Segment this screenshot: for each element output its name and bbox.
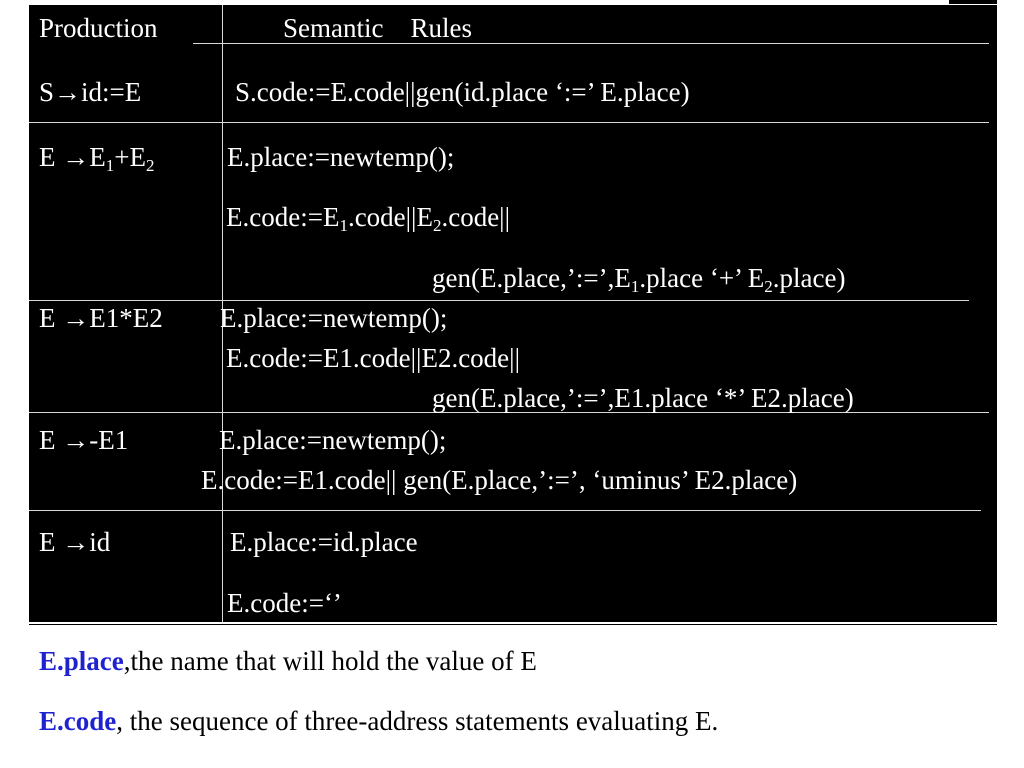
semantic-rules-header: Semantic Rules: [283, 13, 472, 43]
production-cell: E →E1*E2: [39, 303, 163, 333]
note-term: E.code: [39, 706, 117, 736]
rule-line: E.place:=id.place: [230, 527, 418, 557]
note-text: , the sequence of three-address statemen…: [116, 706, 719, 736]
rule-line: E.code:=E1.code||E2.code||: [226, 343, 520, 373]
semantic-rules-table: Production Semantic Rules S→id:=E S.code…: [29, 5, 997, 622]
note-term: E.place: [39, 646, 124, 676]
table-bottom-rule: [29, 624, 997, 625]
rule-line: gen(E.place,’:=’,E1.place ‘+’ E2.place): [432, 263, 846, 296]
column-divider: [222, 5, 223, 622]
rule-line: E.code:=‘’: [227, 588, 342, 618]
rule-line: E.place:=newtemp();: [227, 142, 455, 172]
rule-line: E.code:=E1.code|| gen(E.place,’:=’, ‘umi…: [201, 465, 798, 495]
production-cell: S→id:=E: [39, 77, 142, 107]
rule-line: E.place:=newtemp();: [220, 303, 448, 333]
note-text: ,the name that will hold the value of E: [123, 646, 537, 676]
production-cell: E →-E1: [39, 425, 129, 455]
row-divider: [29, 510, 981, 511]
rule-line: E.code:=E1.code||E2.code||: [226, 202, 510, 235]
production-header: Production: [39, 13, 158, 43]
corner-block: [949, 0, 997, 4]
note-e-place: E.place,the name that will hold the valu…: [39, 646, 537, 676]
row-divider: [29, 412, 989, 413]
note-e-code: E.code, the sequence of three-address st…: [39, 706, 718, 736]
production-cell: E →E1+E2: [39, 142, 155, 175]
rule-line: E.place:=newtemp();: [219, 425, 447, 455]
rule-line: S.code:=E.code||gen(id.place ‘:=’ E.plac…: [235, 77, 690, 107]
rule-line: gen(E.place,’:=’,E1.place ‘*’ E2.place): [432, 383, 854, 413]
row-divider: [29, 122, 989, 123]
production-cell: E →id: [39, 527, 111, 557]
row-divider: [29, 300, 969, 301]
header-rule: [193, 43, 989, 44]
